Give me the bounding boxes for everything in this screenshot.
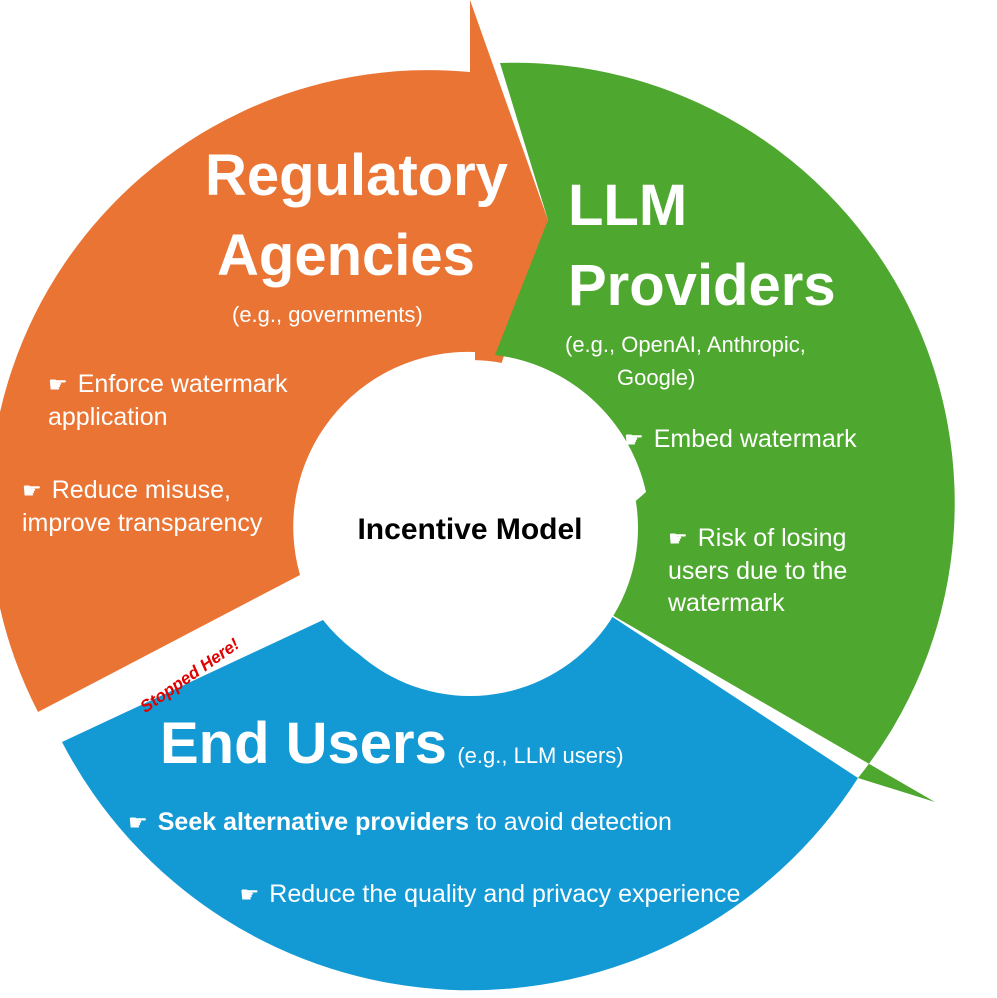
center-circle <box>302 360 638 696</box>
users-subtitle: (e.g., LLM users) <box>457 743 624 768</box>
regulatory-subtitle: (e.g., governments) <box>232 302 423 327</box>
hand-pointing-right-icon: ☛ <box>668 526 688 551</box>
users-title: End Users <box>160 711 447 776</box>
hand-pointing-right-icon: ☛ <box>624 427 644 452</box>
providers-bullet-2-text: Risk of losing users due to the watermar… <box>668 524 848 617</box>
users-bullet-1-bold: Seek alternative providers <box>157 808 470 836</box>
providers-subtitle-line1: (e.g., OpenAI, Anthropic, <box>565 332 806 357</box>
hand-pointing-right-icon: ☛ <box>48 372 68 397</box>
regulatory-title-line1: Regulatory <box>205 143 508 208</box>
providers-segment <box>495 62 955 803</box>
users-bullet-1: ☛ Seek alternative providers to avoid det… <box>128 806 672 839</box>
hand-pointing-right-icon: ☛ <box>128 810 148 835</box>
regulatory-title-line2: Agencies <box>217 223 475 288</box>
users-bullet-1-text: to avoid detection <box>475 808 672 836</box>
providers-title-line2: Providers <box>568 253 836 318</box>
providers-bullet-2: ☛Risk of losing users due to the waterma… <box>668 522 908 620</box>
regulatory-bullet-2: ☛Reduce misuse, improve transparency <box>22 474 302 539</box>
hand-pointing-right-icon: ☛ <box>239 882 260 907</box>
providers-title-line1: LLM <box>568 173 688 238</box>
regulatory-segment <box>0 0 548 712</box>
users-segment <box>62 612 858 991</box>
users-bullet-2-text: Reduce the quality and privacy experienc… <box>269 880 741 908</box>
providers-bullet-1-text: Embed watermark <box>653 425 857 453</box>
users-bullet-2: ☛ Reduce the quality and privacy experien… <box>230 878 750 911</box>
regulatory-bullet-1: ☛Enforce watermark application <box>48 368 378 433</box>
hand-pointing-right-icon: ☛ <box>22 478 42 503</box>
providers-bullet-1: ☛ Embed watermark <box>624 423 944 456</box>
providers-subtitle-line2: Google) <box>617 365 696 390</box>
regulatory-bullet-1-text: Enforce watermark application <box>48 370 288 431</box>
center-label: Incentive Model <box>357 513 583 546</box>
users-heading: End Users (e.g., LLM users) <box>160 711 624 776</box>
regulatory-bullet-2-text: Reduce misuse, improve transparency <box>22 476 263 537</box>
